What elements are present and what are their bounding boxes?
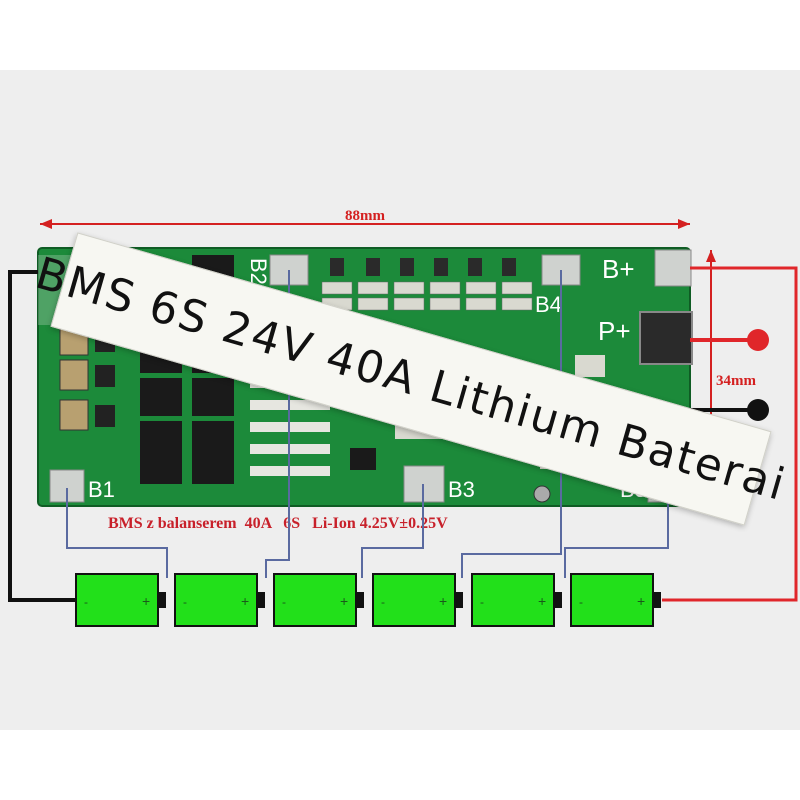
terminal-p-plus: P+ (598, 316, 631, 346)
terminal-b-plus: B+ (602, 254, 635, 284)
battery-cell: -+ (471, 573, 562, 627)
cell-minus-label: - (183, 595, 187, 609)
cell-plus-label: + (538, 593, 546, 609)
cell-plus-label: + (637, 593, 645, 609)
cell-minus-label: - (282, 595, 286, 609)
board-caption: BMS z balanserem 40A 6S Li-Ion 4.25V±0.2… (108, 515, 448, 532)
bottom-margin (0, 730, 800, 800)
width-dimension: 88mm (40, 208, 690, 229)
cell-minus-label: - (579, 595, 583, 609)
cell-plus-label: + (142, 593, 150, 609)
cell-plus-label: + (340, 593, 348, 609)
balance-wires (66, 270, 669, 578)
battery-cell: -+ (372, 573, 463, 627)
battery-cell: -+ (174, 573, 265, 627)
battery-cell: -+ (273, 573, 364, 627)
terminal-b1: B1 (88, 477, 115, 502)
height-label: 34mm (716, 373, 756, 389)
battery-cell: -+ (570, 573, 661, 627)
width-label: 88mm (345, 208, 385, 224)
terminal-b4: B4 (535, 292, 562, 317)
cell-minus-label: - (84, 595, 88, 609)
cell-plus-label: + (241, 593, 249, 609)
cell-minus-label: - (381, 595, 385, 609)
terminal-b2: B2 (246, 258, 271, 285)
cell-plus-label: + (439, 593, 447, 609)
terminal-b3: B3 (448, 477, 475, 502)
positive-wire (662, 266, 798, 602)
battery-cell: -+ (75, 573, 166, 627)
top-margin (0, 0, 800, 70)
cell-minus-label: - (480, 595, 484, 609)
negative-wire (8, 270, 769, 602)
battery-cells: -+-+-+-+-+-+ (75, 573, 661, 627)
